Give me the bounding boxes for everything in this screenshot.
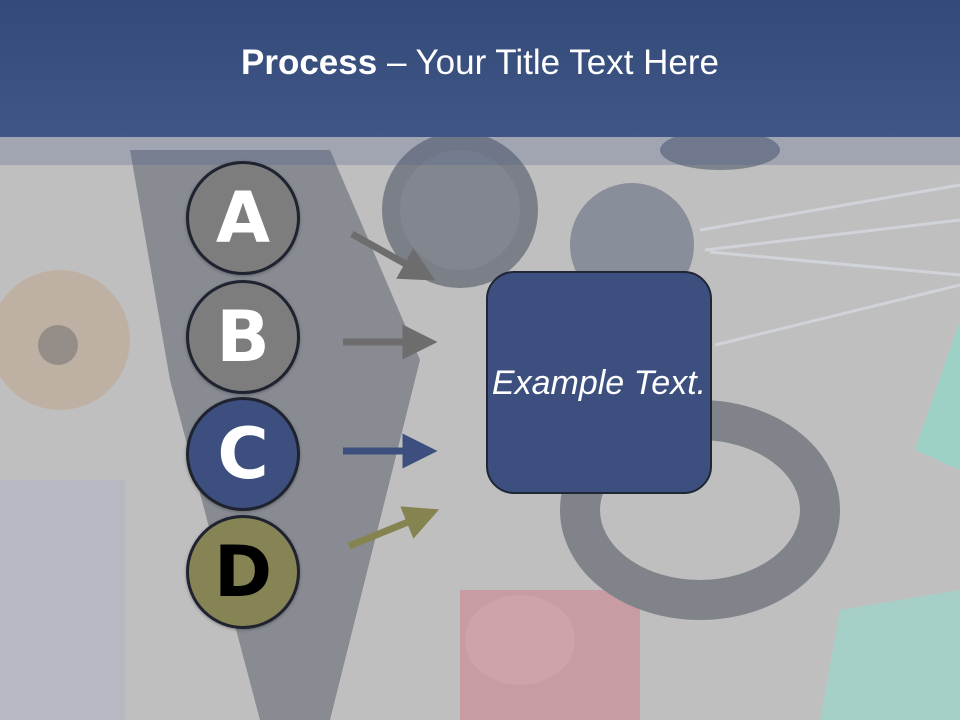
arrow-a xyxy=(350,230,436,281)
page-title: Process – Your Title Text Here xyxy=(241,43,719,83)
step-d-circle: D xyxy=(186,515,300,629)
step-a-label: A xyxy=(215,177,271,259)
step-b-label: B xyxy=(216,296,270,378)
title-rest: – Your Title Text Here xyxy=(377,42,719,82)
step-b-circle: B xyxy=(186,280,300,394)
step-a-circle: A xyxy=(186,161,300,275)
step-c-circle: C xyxy=(186,397,300,511)
arrow-d xyxy=(347,506,440,550)
step-c-label: C xyxy=(217,413,269,495)
step-d-label: D xyxy=(213,531,273,613)
header-band xyxy=(0,137,960,165)
example-text: Example Text. xyxy=(491,363,707,402)
title-bold: Process xyxy=(241,42,378,82)
example-text-box: Example Text. xyxy=(486,271,712,494)
title-bar: Process – Your Title Text Here xyxy=(0,0,960,137)
